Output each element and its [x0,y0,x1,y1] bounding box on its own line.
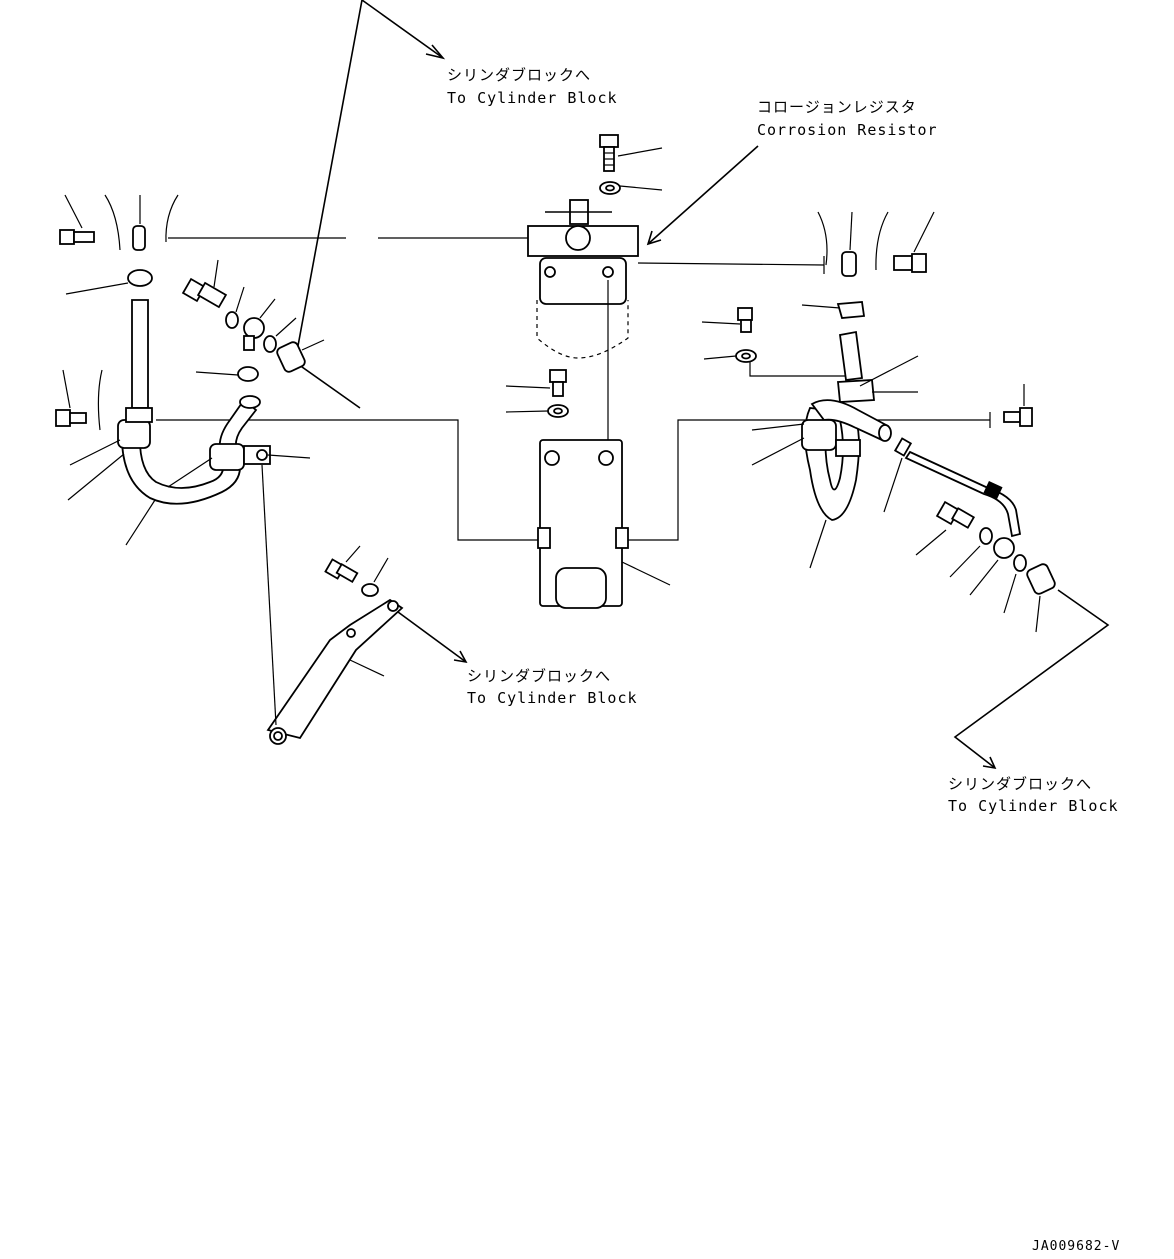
bracket-bolt [505,369,567,397]
label-cylinder-block-top-en: To Cylinder Block [447,89,618,107]
resistor-top-washer [599,181,663,195]
resistor-valve [565,225,591,251]
left-stay-bracket [261,464,404,745]
left-elbow-clamp [167,443,311,488]
left-union [243,298,276,351]
left-top-sleeve [104,194,179,251]
left-washer-2 [263,317,297,353]
left-hose [121,299,261,505]
bracket-nut-right [598,450,614,466]
mount-bolt-left [544,266,556,278]
left-banjo-bolt [181,259,228,309]
label-cylinder-block-top-jp: シリンダブロックへ [447,66,591,84]
label-cylinder-block-mid-en: To Cylinder Block [467,689,638,707]
right-bolt-small [701,307,753,333]
bracket-washer [505,404,569,418]
arrow-to-cylinder-block-mid [397,611,468,664]
right-washer-1 [949,527,993,578]
right-washer-small [703,349,757,363]
right-tube [904,450,1022,538]
label-cylinder-block-right-jp: シリンダブロックへ [948,775,1092,793]
bracket-tab-left [537,527,551,549]
right-banjo-bolt [915,500,976,556]
bracket-nut-left [544,450,560,466]
bracket-tab-right [615,527,629,549]
right-pipe-clamp [751,419,861,466]
left-side-bolt [55,369,103,431]
resistor-bracket [537,439,671,609]
left-nut [276,339,325,373]
right-hose-clamp-top [801,301,866,319]
right-top-bolt [893,211,935,273]
arrow-to-cylinder-block-right [953,589,1110,770]
left-hose-clip [195,366,259,382]
left-washer-1 [225,286,245,329]
resistor-top-bolt [599,134,663,172]
arrow-to-cylinder-block-top [294,0,446,409]
bracket-cutout [555,567,607,609]
right-side-bolt [1003,384,1033,427]
corrosion-resistor [527,199,639,359]
drawing-number: JA009682-V [1032,1239,1120,1254]
right-hose-connector [883,437,913,513]
left-stay-washer [361,557,389,597]
right-washer-2 [1003,554,1027,614]
right-top-sleeve [817,211,889,277]
left-pipe-clamp [67,407,153,501]
left-stay-bolt [324,545,361,584]
label-cylinder-block-mid-jp: シリンダブロックへ [467,667,611,685]
left-hose-clamp-top [65,269,153,295]
mount-bolt-right [602,266,614,278]
label-corrosion-resistor-en: Corrosion Resistor [757,121,938,139]
right-union [969,537,1015,596]
resistor-mount [539,257,627,305]
label-cylinder-block-right-en: To Cylinder Block [948,797,1119,815]
right-nut [1026,563,1056,633]
arrow-corrosion-resistor [646,145,759,246]
left-top-bolt [59,194,95,245]
label-corrosion-resistor-jp: コロージョンレジスタ [757,98,917,116]
